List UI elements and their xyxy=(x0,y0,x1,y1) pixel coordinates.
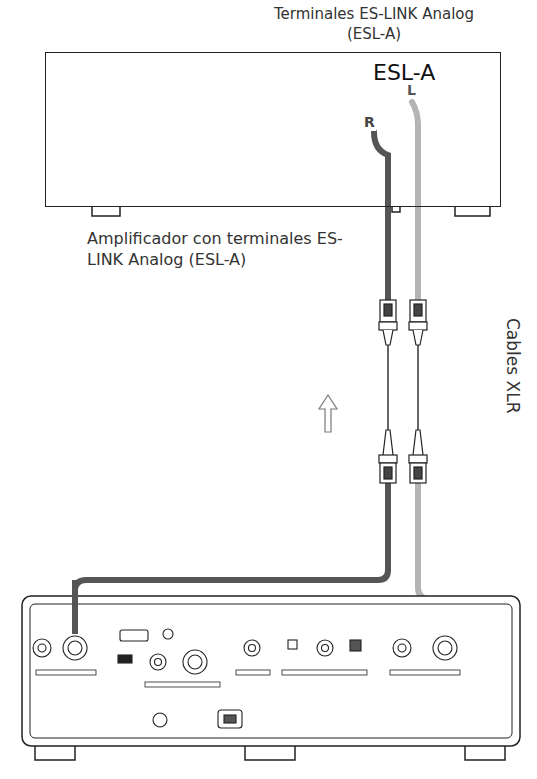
amplifier-heading: Amplificador con terminales ES-LINK Anal… xyxy=(87,229,357,271)
amplifier-box: Terminales ES-LINK Analog (ESL-A)ESL-ALR… xyxy=(45,52,501,207)
amplifier-feet xyxy=(92,206,490,216)
xlr-cables xyxy=(75,102,445,632)
channel-label: R xyxy=(363,113,376,131)
cable-label: Cables XLR xyxy=(503,318,523,413)
panel-label: ESL-A xyxy=(373,59,435,88)
terminal-heading: Terminales ES-LINK Analog (ESL-A) xyxy=(269,5,479,44)
cable-end xyxy=(72,580,78,634)
source-rear-panel xyxy=(22,596,520,760)
direction-arrow xyxy=(319,395,337,432)
xlr-plugs xyxy=(379,300,427,483)
channel-label: L xyxy=(406,81,417,99)
panel-connectors xyxy=(33,629,460,728)
